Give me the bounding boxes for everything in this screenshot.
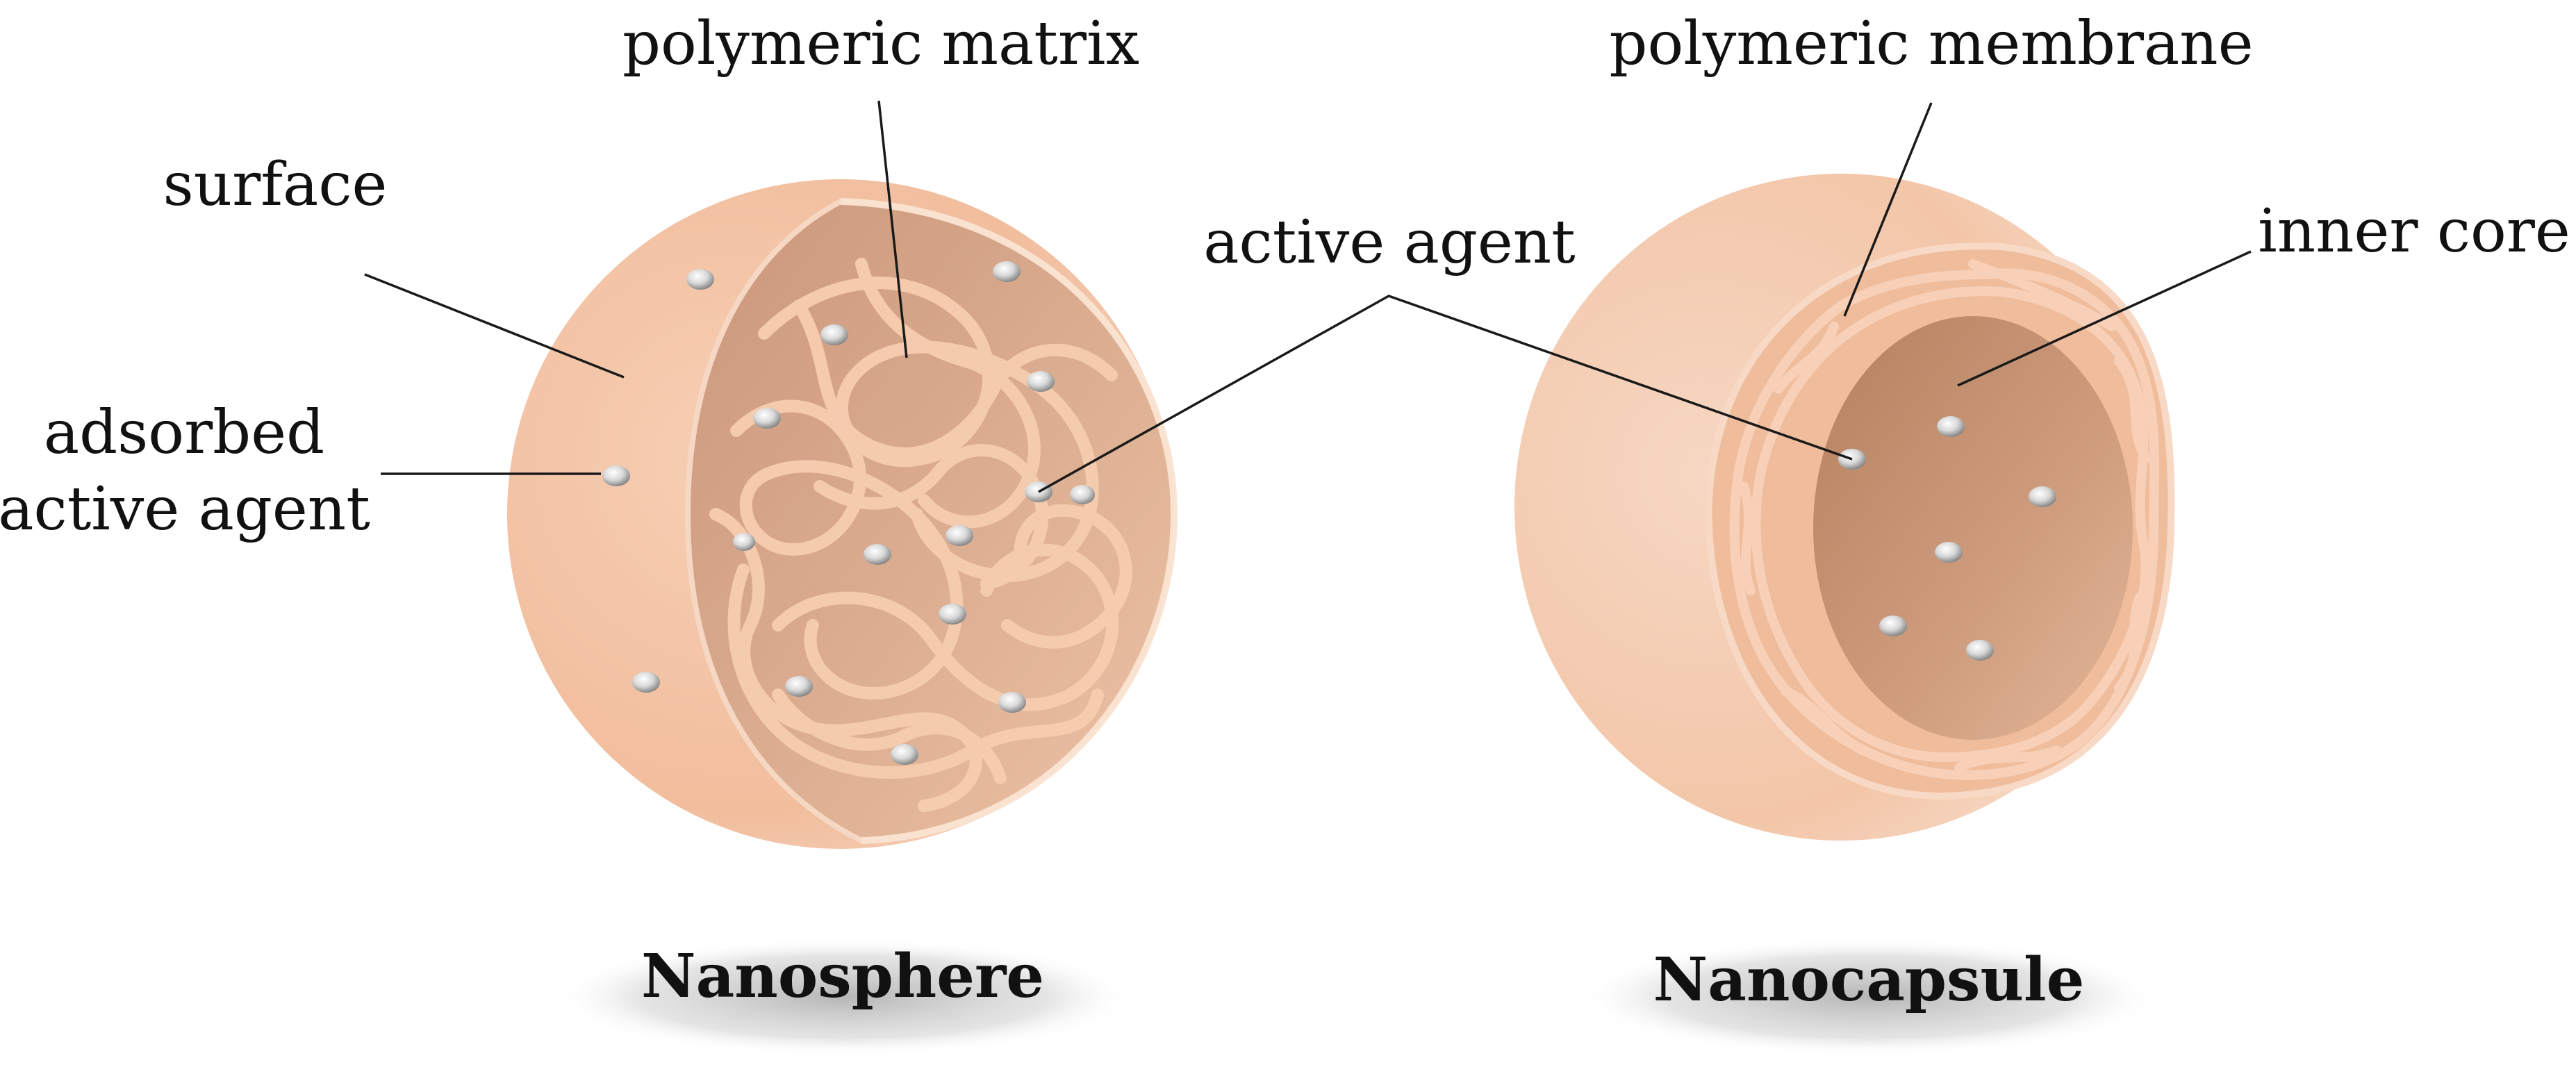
label-surface: surface: [163, 150, 388, 220]
label-polymeric-membrane: polymeric membrane: [1609, 9, 2253, 79]
label-active-agent: active agent: [1203, 208, 1575, 277]
active-agent-particle: [785, 676, 813, 697]
label-adsorbed-line1: adsorbed: [44, 398, 324, 468]
active-agent-particle: [1879, 616, 1907, 636]
leader-line-active-agent: [1038, 295, 1853, 493]
active-agent-particle: [1966, 640, 1994, 661]
active-agent-particle: [1027, 371, 1055, 392]
label-adsorbed-line2: active agent: [0, 474, 370, 544]
adsorbed-active-agent-particle: [602, 465, 630, 486]
active-agent-particle: [820, 324, 848, 345]
active-agent-particle: [1937, 416, 1965, 437]
leader-line-inner-core: [1957, 250, 2252, 387]
leader-line-polymeric-membrane: [1843, 102, 1933, 317]
active-agent-particle: [998, 692, 1026, 713]
label-inner-core: inner core: [2258, 197, 2570, 266]
nanocapsule-figure: [1514, 174, 2175, 1056]
nanocapsule-shadow: [1577, 938, 2161, 1056]
active-agent-particle: [1070, 485, 1095, 504]
nanosphere-polymeric-matrix: [709, 258, 1132, 812]
active-agent-particle: [753, 408, 781, 429]
nanosphere-shadow: [552, 938, 1136, 1056]
leader-line-polymeric-matrix: [877, 100, 908, 358]
active-agent-particle: [2029, 486, 2056, 507]
active-agent-particle: [864, 544, 891, 565]
membrane-chain: [1729, 259, 2160, 780]
active-agent-particle: [733, 533, 755, 551]
nanosphere-figure: [507, 179, 1178, 1056]
active-agent-particle: [946, 525, 973, 546]
active-agent-particle: [891, 744, 918, 765]
title-nanosphere: Nanosphere: [641, 941, 1044, 1011]
active-agent-particle: [632, 672, 660, 693]
label-polymeric-matrix: polymeric matrix: [622, 9, 1139, 79]
active-agent-particle: [1935, 542, 1963, 563]
leader-lines: [364, 100, 2252, 493]
active-agent-particle: [686, 269, 714, 290]
title-nanocapsule: Nanocapsule: [1653, 945, 2085, 1015]
nanocapsule-active-agents: [1838, 416, 2056, 661]
active-agent-particle: [993, 261, 1021, 282]
active-agent-particle: [939, 604, 966, 625]
leader-line-surface: [364, 273, 625, 379]
